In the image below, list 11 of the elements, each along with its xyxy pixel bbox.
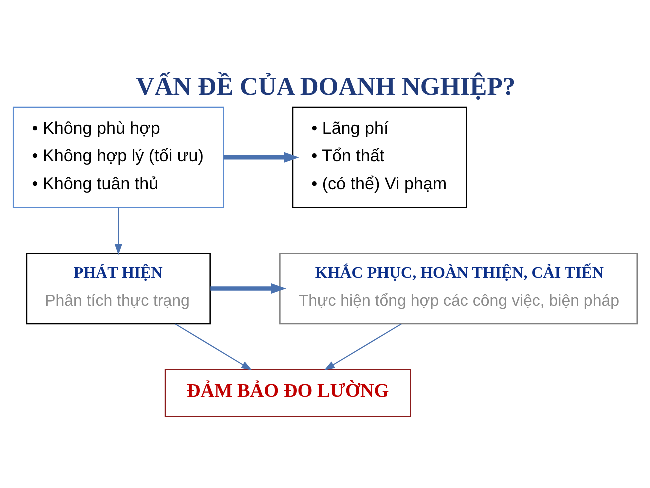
diagram-title: VẤN ĐỀ CỦA DOANH NGHIỆP? (136, 72, 516, 101)
node-box: • Không phù hợp • Không hợp lý (tối ưu) • Không tuân thủ (12, 106, 224, 208)
arrow (223, 152, 299, 163)
arrow (210, 284, 286, 294)
node-box: ĐẢM BẢO ĐO LƯỜNG (164, 369, 411, 418)
node-box: • Lãng phí • Tổn thất • (có thể) Vi phạm (292, 106, 467, 208)
node-box: KHẮC PHỤC, HOÀN THIỆN, CẢI TIẾN Thực hiện tổng hợp các công việc, biện pháp (279, 252, 638, 325)
arrow (114, 208, 122, 256)
arrow (174, 324, 252, 371)
node-box: PHÁT HIỆN Phân tích thực trạng (26, 252, 210, 325)
arrow (324, 324, 402, 371)
